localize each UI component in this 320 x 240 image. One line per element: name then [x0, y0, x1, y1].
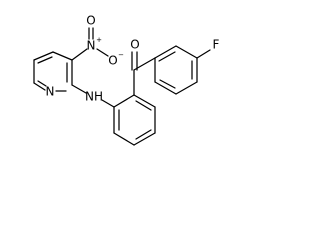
amine-linkage: NH [71, 84, 115, 108]
bond-c5-c6 [33, 82, 46, 91]
pyridine-ring [33, 51, 73, 92]
double-bond-f5-f6 [159, 79, 176, 89]
nitro-oxygen-top-label: O [86, 14, 95, 28]
bond-carbonyl-fluorophenyl [133, 57, 156, 71]
bond-c2-nh [71, 84, 87, 94]
double-bond-p5-p6 [135, 100, 152, 111]
molecule-svg: N + O O − N NH O [33, 14, 220, 146]
fluorine-label: F [213, 38, 220, 52]
bond-p6-p1 [113, 94, 135, 108]
double-bond-c3-c4 [37, 56, 53, 64]
nitro-plus-charge: + [96, 36, 102, 44]
bond-f2-f3 [175, 45, 198, 59]
pyridine-nitrogen-label: N [46, 85, 55, 99]
bond-p3-p4 [133, 132, 156, 146]
nitro-oxygen-right-label: O [108, 54, 117, 68]
bond-p5-p6 [133, 94, 156, 108]
nitro-group: N + O O − [71, 14, 124, 68]
double-bond-c5-c6 [37, 80, 47, 87]
structure-diagram: N + O O − N NH O [33, 14, 220, 146]
nitro-nitrogen-label: N [87, 39, 96, 53]
nitro-minus-charge: − [118, 51, 124, 59]
central-phenyl-ring [113, 94, 156, 146]
bond-f1-f2 [154, 45, 177, 59]
double-bond-f1-f2 [158, 51, 176, 62]
double-bond-p3-p4 [135, 129, 152, 140]
bond-c3-c4 [33, 51, 54, 61]
fluorophenyl-ring: F [154, 38, 220, 95]
bond-nitro-o-right [96, 48, 109, 57]
bond-f5-f6 [154, 81, 177, 95]
carbonyl-group: O [130, 38, 156, 96]
bond-nh-phenyl [101, 99, 115, 108]
bond-c2-c3 [52, 51, 73, 61]
amine-nh-label: NH [85, 90, 103, 104]
bond-f4-f5 [175, 81, 198, 95]
bond-ring-fluorine [196, 49, 211, 59]
carbonyl-oxygen-label: O [130, 38, 139, 52]
bond-c3-nitro [71, 48, 88, 61]
bond-p2-p3 [113, 132, 135, 146]
